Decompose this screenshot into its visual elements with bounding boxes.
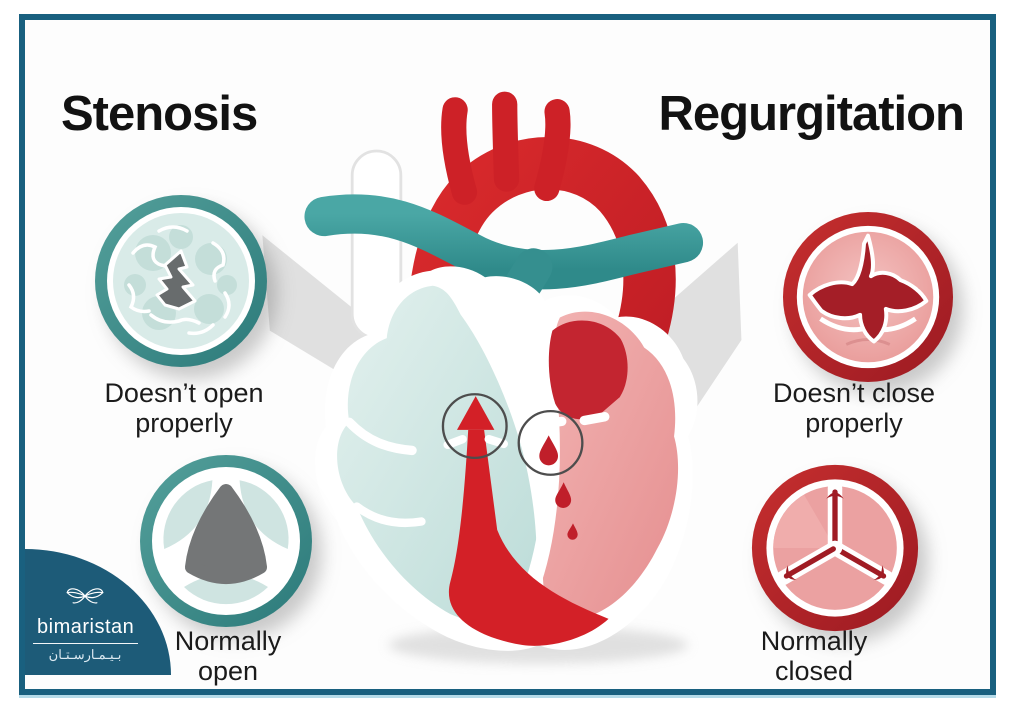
- caption-normally-closed: Normally closed: [760, 626, 868, 686]
- heart-body: [315, 266, 698, 651]
- regurgitant-valve-circle: [781, 210, 955, 384]
- right-atrium-blood: [548, 320, 628, 420]
- regurgitation-drops: [539, 435, 578, 540]
- regurgitation-title: Regurgitation: [658, 87, 965, 141]
- valve-annotation-ring-right: [517, 409, 584, 476]
- open-orifice: [185, 484, 267, 584]
- caption-doesnt-close: Doesn’t close properly: [772, 378, 936, 438]
- valve-annotation-ring-left: [441, 393, 508, 460]
- calcification-lines: [127, 225, 231, 336]
- caption-normally-open: Normally open: [174, 626, 282, 686]
- closed-coaptation: [775, 480, 895, 586]
- narrow-opening: [155, 249, 197, 311]
- stenotic-valve-circle: [93, 193, 269, 369]
- caption-doesnt-open: Doesn’t open properly: [104, 378, 264, 438]
- brand-name: bimaristan: [33, 614, 139, 644]
- bimaristan-leaf-icon: [66, 588, 104, 604]
- open-leaflets: [163, 480, 289, 605]
- aorta-branch-2: [492, 91, 520, 192]
- aorta-branch-1: [441, 97, 478, 205]
- brand-name-arabic: بـيـمـارسـتـان: [48, 647, 122, 662]
- jet-arrowhead: [456, 396, 495, 430]
- aorta-branch-3: [534, 99, 571, 202]
- open-valve-circle: [138, 453, 314, 629]
- heart-illustration: [262, 91, 742, 664]
- leaflet-highlight: [773, 494, 835, 548]
- stenosis-title: Stenosis: [61, 87, 258, 141]
- stenosis-jet: [448, 396, 609, 646]
- diagram-frame: Stenosis Regurgitation: [19, 14, 996, 698]
- regurgitant-gap: [807, 233, 929, 344]
- closed-valve-circle: [750, 463, 920, 633]
